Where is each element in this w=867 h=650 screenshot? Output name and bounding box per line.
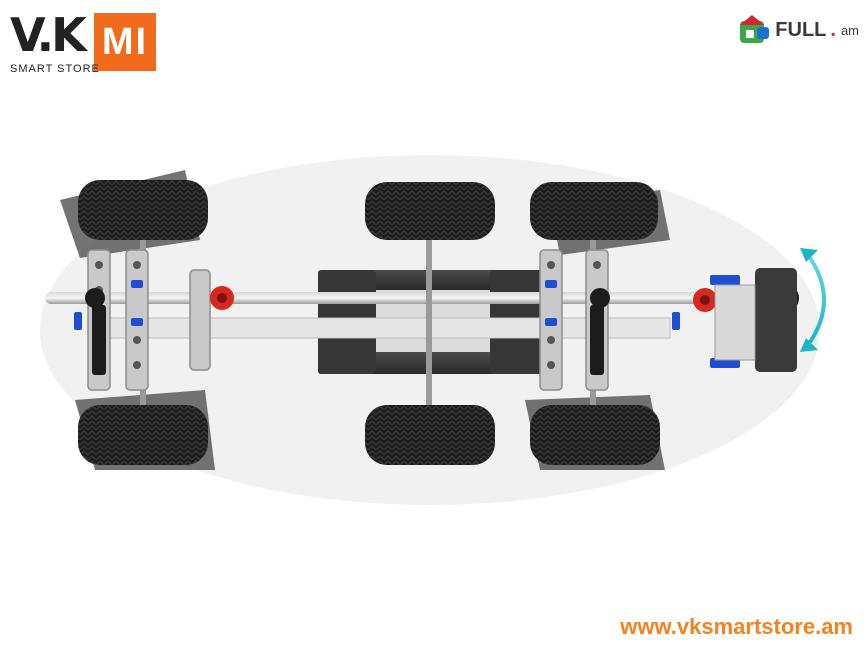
full-logo-text: FULL bbox=[775, 18, 827, 41]
mi-logo: MI bbox=[94, 13, 156, 71]
full-logo-dot: . bbox=[830, 18, 836, 41]
vk-logo-text: V.K bbox=[10, 8, 87, 62]
wheel-rear-left bbox=[530, 182, 658, 240]
website-url: www.vksmartstore.am bbox=[620, 614, 853, 639]
wheel-front-right bbox=[78, 405, 208, 465]
rotation-arrow-icon bbox=[800, 248, 826, 352]
red-gear-rear bbox=[693, 288, 717, 312]
wheel-front-left bbox=[78, 180, 208, 240]
logo-tagline: SMART STORE bbox=[10, 63, 100, 75]
rear-steering-block bbox=[714, 268, 797, 372]
house-tag-icon bbox=[740, 15, 770, 43]
wheel-middle-right bbox=[365, 405, 495, 465]
red-gear-front bbox=[210, 286, 234, 310]
wheel-rear-right bbox=[530, 405, 660, 465]
full-logo-suffix: am bbox=[840, 22, 859, 38]
full-am-logo: FULL . am bbox=[737, 12, 859, 48]
wheel-middle-left bbox=[365, 182, 495, 240]
vk-smart-store-logo: V.K MI SMART STORE bbox=[10, 10, 160, 80]
